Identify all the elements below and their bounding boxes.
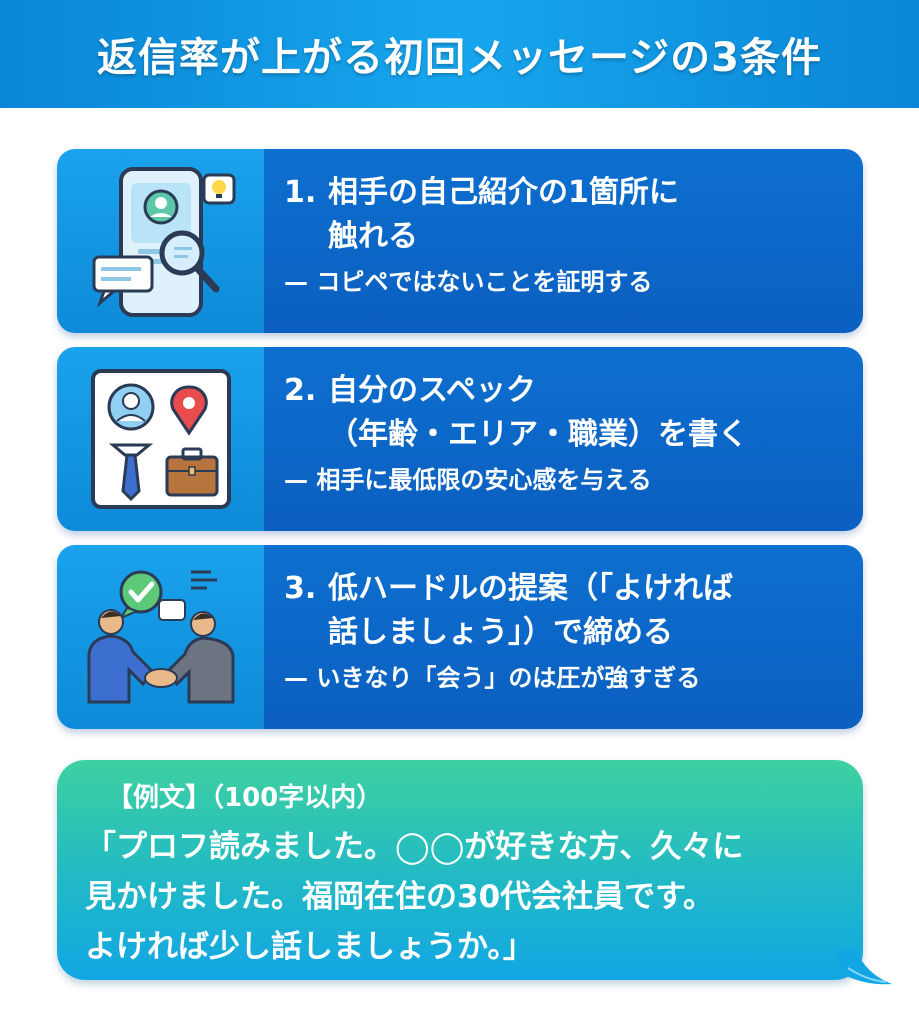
example-body: 「プロフ読みました。◯◯が好きな方、久々に 見かけました。福岡在住の30代会社員… [85, 822, 839, 972]
condition-title-2: 2. 自分のスペック （年齢・エリア・職業）を書く [284, 369, 845, 457]
condition-card-3: 3. 低ハードルの提案（「よければ 話しましょう」）で締める — いきなり「会う」… [57, 545, 863, 729]
profile-search-icon [92, 167, 235, 317]
condition-text-1: 1. 相手の自己紹介の1箇所に 触れる — コピペではないことを証明する [264, 149, 863, 333]
condition-title-line1: 低ハードルの提案（「よければ [328, 571, 733, 606]
page-title: 返信率が上がる初回メッセージの3条件 [96, 35, 823, 81]
condition-number: 2. [284, 373, 317, 408]
condition-title-line2: 触れる [328, 219, 418, 254]
condition-title-line2: 話しましょう」）で締める [328, 615, 673, 650]
speech-bubble-tail-icon [836, 950, 892, 985]
condition-subtitle-2: — 相手に最低限の安心感を与える [284, 466, 652, 494]
condition-text-2: 2. 自分のスペック （年齢・エリア・職業）を書く — 相手に最低限の安心感を与え… [264, 347, 863, 531]
condition-title-line1: 相手の自己紹介の1箇所に [328, 175, 679, 210]
condition-number: 1. [284, 175, 317, 210]
condition-icon-area-3 [57, 545, 264, 729]
condition-icon-area-2 [57, 347, 264, 531]
spec-card-icon [90, 369, 231, 509]
condition-subtitle-1: — コピペではないことを証明する [284, 268, 653, 296]
condition-title-line1: 自分のスペック [328, 373, 536, 408]
condition-card-1: 1. 相手の自己紹介の1箇所に 触れる — コピペではないことを証明する [57, 149, 863, 333]
condition-title-1: 1. 相手の自己紹介の1箇所に 触れる [284, 171, 845, 259]
condition-title-line2: （年齢・エリア・職業）を書く [328, 417, 748, 452]
example-message-bubble: 【例文】（100字以内） 「プロフ読みました。◯◯が好きな方、久々に 見かけまし… [57, 760, 863, 980]
condition-icon-area-1 [57, 149, 264, 333]
example-line: 見かけました。福岡在住の30代会社員です。 [85, 879, 715, 915]
condition-subtitle-3: — いきなり「会う」のは圧が強すぎる [284, 664, 701, 692]
condition-text-3: 3. 低ハードルの提案（「よければ 話しましょう」）で締める — いきなり「会う」… [264, 545, 863, 729]
example-line: よければ少し話しましょうか。」 [85, 929, 534, 965]
handshake-icon [87, 570, 234, 704]
condition-card-2: 2. 自分のスペック （年齢・エリア・職業）を書く — 相手に最低限の安心感を与え… [57, 347, 863, 531]
example-line: 「プロフ読みました。◯◯が好きな方、久々に [85, 829, 744, 865]
condition-title-3: 3. 低ハードルの提案（「よければ 話しましょう」）で締める [284, 567, 845, 655]
example-label: 【例文】（100字以内） [107, 783, 383, 813]
page-header: 返信率が上がる初回メッセージの3条件 [0, 0, 919, 108]
condition-number: 3. [284, 571, 317, 606]
